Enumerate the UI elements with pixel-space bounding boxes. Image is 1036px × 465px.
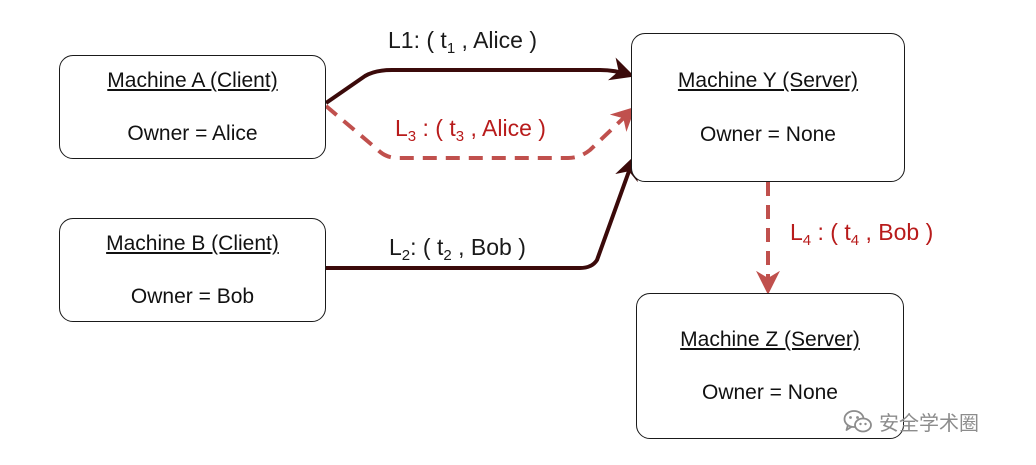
edge-l3-label: L3 : ( t3 , Alice ) (395, 115, 546, 145)
edge-l3-name-subscript: 3 (407, 128, 417, 145)
edge-l1-sep: : ( t (413, 27, 447, 53)
edge-l4-name: L (790, 219, 803, 245)
edge-l4-sep: : ( t (811, 219, 851, 245)
edge-l1-time-subscript: 1 (446, 40, 456, 57)
machine-b-owner: Owner = Bob (130, 285, 255, 308)
machine-a-owner: Owner = Alice (127, 122, 258, 145)
edge-l2-time-subscript: 2 (443, 247, 452, 264)
machine-y-node: Machine Y (Server) Owner = None (631, 33, 905, 182)
edge-l2-user: , Bob ) (451, 234, 526, 260)
edge-l4-user: , Bob ) (859, 219, 934, 245)
edge-l3-sep: : ( t (416, 115, 456, 141)
machine-a-title: Machine A (Client) (107, 68, 278, 92)
edge-l2-name-subscript: 2 (401, 247, 411, 264)
machine-a-node: Machine A (Client) Owner = Alice (59, 55, 326, 159)
edge-l3-user: , Alice ) (464, 115, 546, 141)
machine-z-node: Machine Z (Server) Owner = None (636, 293, 904, 439)
edge-l2-name: L (389, 234, 402, 260)
edge-l3-name: L (395, 115, 408, 141)
edge-l4-label: L4 : ( t4 , Bob ) (790, 219, 933, 249)
watermark-text: 安全学术圈 (879, 413, 979, 435)
edge-l2 (326, 155, 638, 270)
machine-b-node: Machine B (Client) Owner = Bob (59, 218, 326, 322)
machine-z-title: Machine Z (Server) (680, 327, 860, 351)
machine-b-title: Machine B (Client) (106, 231, 279, 255)
wechat-icon (843, 409, 872, 432)
machine-y-owner: Owner = None (700, 122, 836, 146)
edge-l4-name-subscript: 4 (802, 232, 812, 249)
machine-z-owner: Owner = None (702, 381, 838, 404)
edge-l3 (324, 104, 636, 160)
edge-l4-time-subscript: 4 (850, 232, 860, 249)
machine-y-title: Machine Y (Server) (677, 69, 859, 93)
edge-l3-time-subscript: 3 (455, 128, 465, 145)
edge-l1-user: , Alice ) (455, 27, 537, 53)
edge-l1-label: L1: ( t1 , Alice ) (388, 27, 537, 57)
edge-l2-sep: : ( t (410, 234, 444, 260)
edge-l1-name: L1 (388, 27, 414, 53)
edge-l1 (324, 57, 635, 105)
edge-l2-label: L2: ( t2 , Bob ) (389, 234, 526, 264)
watermark: 安全学术圈 (843, 407, 979, 436)
